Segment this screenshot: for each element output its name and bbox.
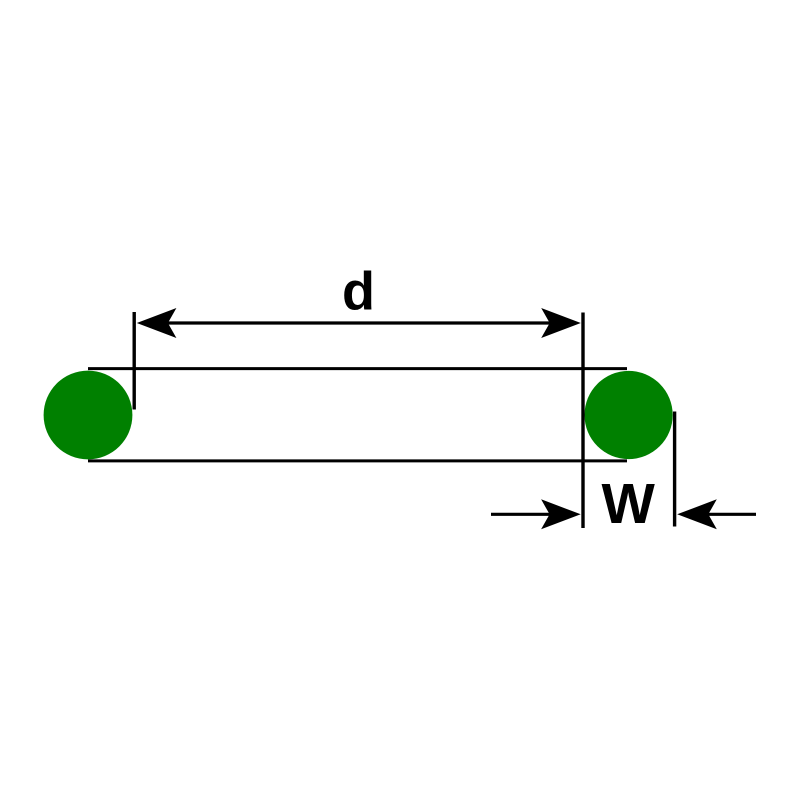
svg-text:W: W xyxy=(602,472,656,535)
svg-text:d: d xyxy=(342,262,375,322)
